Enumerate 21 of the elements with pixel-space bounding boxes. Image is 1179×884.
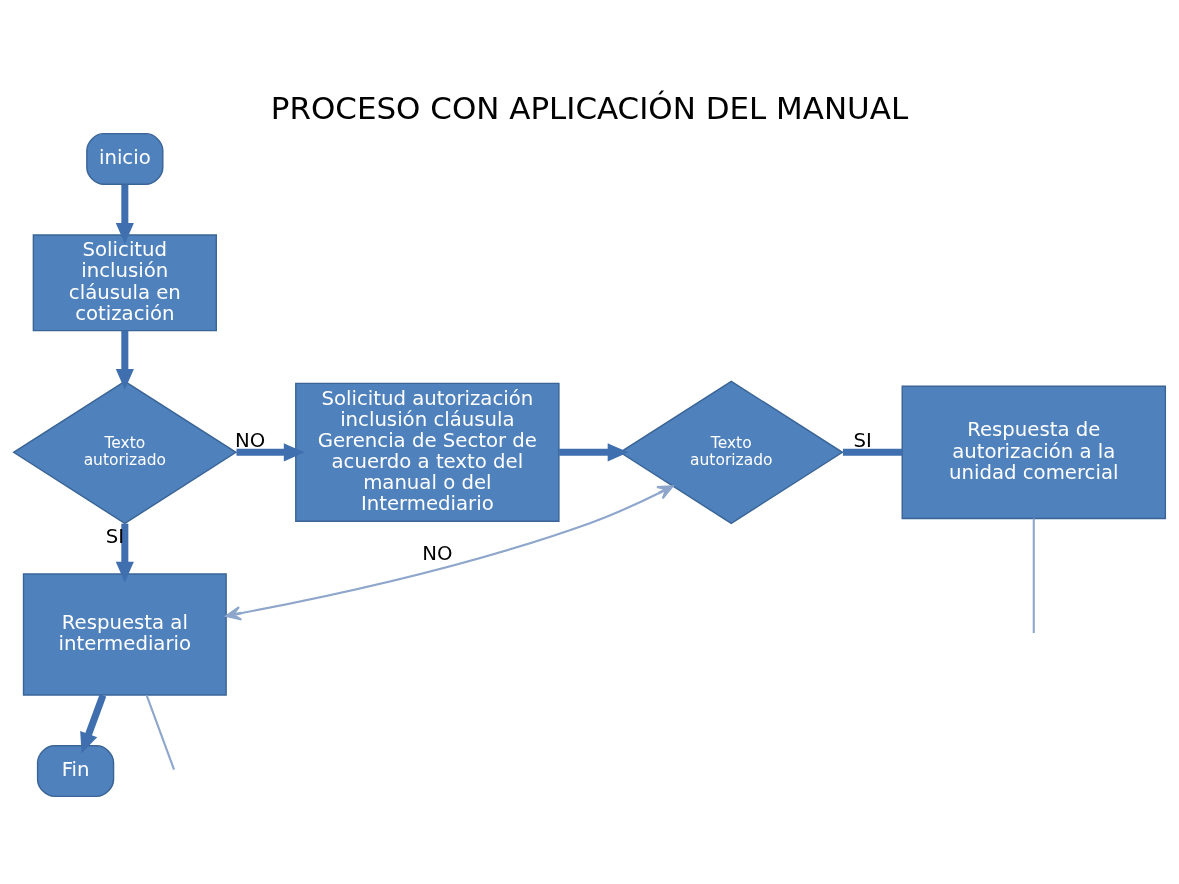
connector	[842, 448, 903, 456]
edge-label: NO	[235, 428, 266, 452]
diagram-title: PROCESO CON APLICACIÓN DEL MANUAL	[270, 89, 909, 126]
arrow	[225, 484, 674, 621]
edge-label: NO	[422, 541, 453, 565]
connector	[145, 694, 176, 770]
arrow	[236, 442, 305, 461]
node-box: Solicitud inclusión cláusula en cotización	[32, 233, 217, 331]
arrow	[80, 693, 107, 753]
node-box: Fin	[36, 744, 115, 797]
edge-label: SI	[105, 524, 125, 548]
node-box: Respuesta al intermediario	[22, 572, 227, 696]
arrow	[115, 184, 134, 244]
node-box: Solicitud autorización inclusión cláusula Gerencia de Sector de acuerdo a texto del manual o del Intermediario	[295, 382, 560, 522]
connector	[1032, 518, 1035, 633]
arrow	[559, 442, 629, 461]
node-box: Respuesta de autorización a la unidad comercial	[901, 385, 1167, 519]
arrow	[115, 523, 134, 582]
edge-label: SI	[853, 428, 872, 452]
arrow	[115, 330, 134, 390]
node-box: inicio	[86, 132, 164, 185]
